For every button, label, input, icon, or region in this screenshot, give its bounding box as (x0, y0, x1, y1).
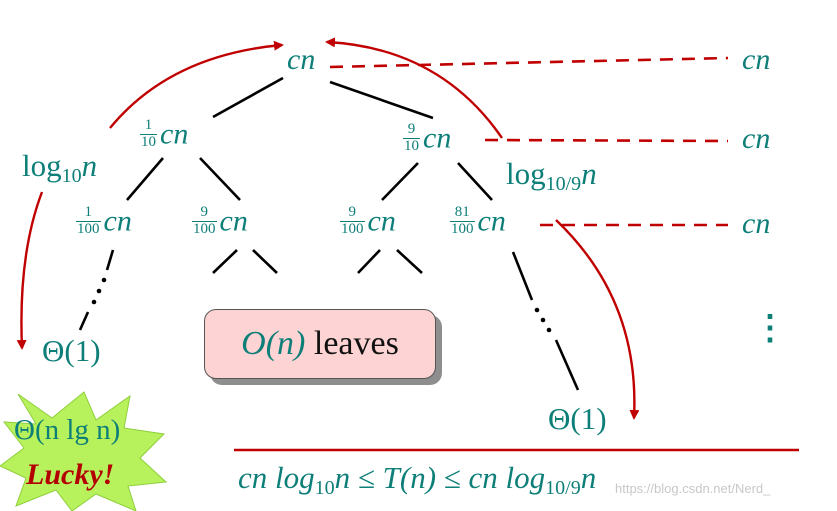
bound-formula: cn log10n ≤ T(n) ≤ cn log10/9n (238, 460, 597, 499)
height-label-right: log10/9n (506, 156, 597, 195)
lucky-word: Lucky! (26, 458, 115, 491)
arrow-right-down (555, 219, 640, 420)
leaves-box: O(n) leaves (204, 309, 436, 379)
height-label-left: log10n (22, 148, 98, 187)
edge-left-bottom (78, 311, 90, 331)
edge-root-right (329, 80, 434, 120)
lucky-theta: Θ(n lg n) (14, 414, 121, 446)
edge-r-rl (381, 162, 419, 201)
arrow-root-from-left (109, 40, 284, 129)
edge-l-lr (199, 157, 241, 201)
level-cost-0: cn (742, 43, 771, 76)
arrow-left-down (16, 191, 44, 350)
starburst-shape (0, 391, 168, 511)
edge-l-ll (126, 157, 164, 201)
edge-short-3 (357, 249, 381, 274)
edge-right-bottom (554, 339, 580, 391)
edge-short-4 (396, 249, 423, 274)
ellipsis-dots (91, 277, 552, 333)
leaf-theta-right: Θ(1) (548, 401, 607, 436)
edge-right-down (511, 251, 534, 301)
node-root: cn (287, 43, 316, 76)
edge-r-rr (457, 162, 493, 201)
dash-level-1 (484, 138, 729, 143)
leaves-text: leaves (305, 325, 399, 362)
leaf-theta-left: Θ(1) (42, 333, 101, 368)
leaves-count: O(n) (241, 325, 306, 362)
watermark-text: https://blog.csdn.net/Nerd_ (615, 481, 771, 496)
edge-root-left (212, 76, 284, 119)
level-cost-1: cn (742, 122, 771, 155)
edge-left-down (105, 249, 115, 271)
level-cost-2: cn (742, 207, 771, 240)
edge-short-1 (212, 249, 238, 274)
lucky-starburst (0, 391, 168, 511)
edge-short-2 (252, 249, 278, 274)
dash-level-0 (329, 56, 729, 69)
level-cost-ellipsis: ⋮ (753, 310, 787, 347)
arrow-root-from-right (325, 37, 503, 139)
